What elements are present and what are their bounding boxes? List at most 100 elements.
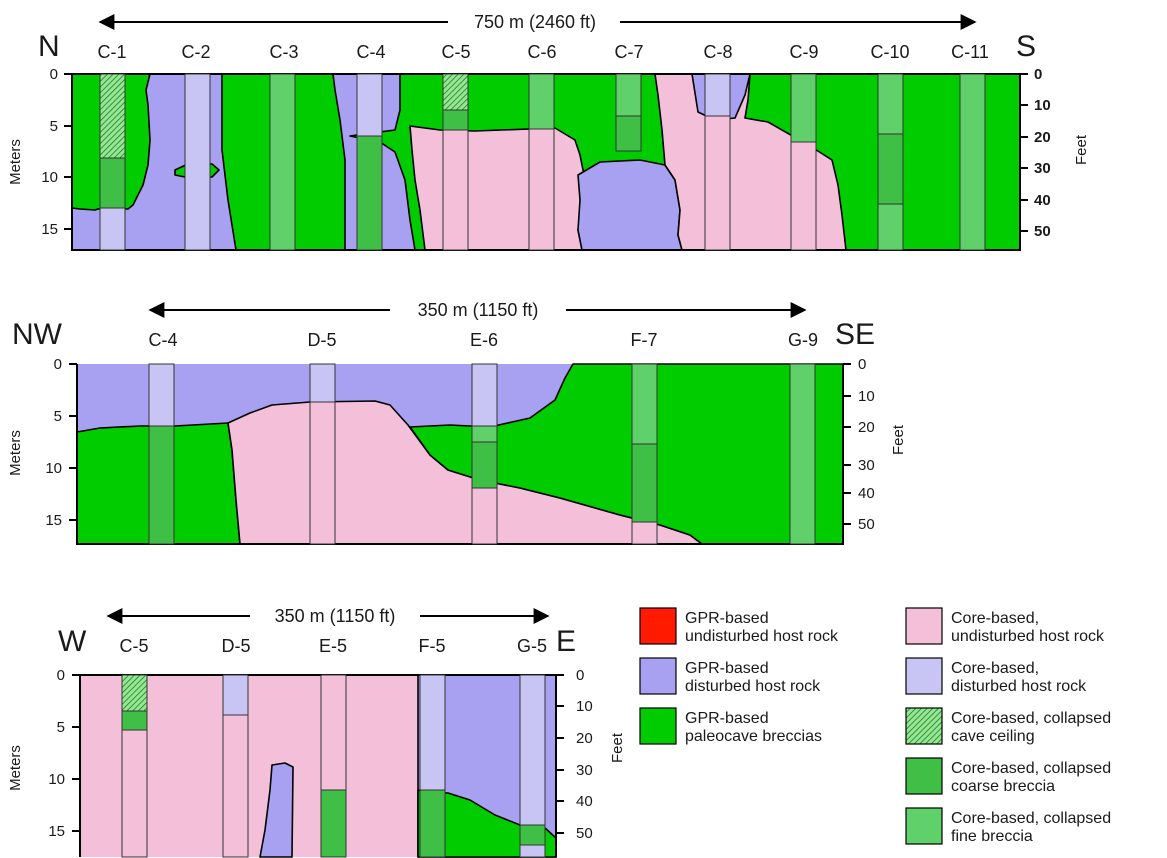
core-labels: C-4 D-5 E-6 F-7 G-9 [148, 330, 818, 350]
svg-text:30: 30 [858, 457, 875, 474]
core-segment [99, 157, 126, 209]
legend-item-core-cave-ceiling: Core-based, collapsed cave ceiling [905, 707, 1111, 745]
core-segment [528, 73, 555, 130]
core-segment [121, 710, 148, 731]
core-segment [356, 135, 383, 251]
core-segment [877, 73, 904, 135]
svg-text:Core-based, collapsed: Core-based, collapsed [951, 710, 1111, 727]
axis-title-feet: Feet [609, 732, 626, 763]
core-segment [309, 401, 336, 545]
svg-text:15: 15 [48, 823, 65, 840]
svg-text:50: 50 [1034, 223, 1051, 240]
svg-text:15: 15 [41, 221, 58, 238]
svg-text:5: 5 [54, 408, 62, 425]
section-frame [76, 364, 844, 545]
legend-item-core-fine-breccia: Core-based, collapsed fine breccia [905, 807, 1111, 845]
core-segment [442, 109, 469, 131]
orientation-left: W [58, 625, 87, 658]
core-label: F-7 [631, 330, 658, 350]
core-columns [148, 363, 816, 545]
disturbed-rock-body [577, 159, 683, 251]
legend-swatch [905, 757, 943, 795]
svg-text:0: 0 [57, 667, 65, 684]
core-label: C-2 [181, 42, 210, 62]
svg-text:cave ceiling: cave ceiling [951, 728, 1035, 745]
undisturbed-rock-body [409, 125, 586, 251]
core-label: C-6 [527, 42, 556, 62]
core-segment [419, 789, 446, 858]
core-label: C-1 [97, 42, 126, 62]
core-segment [99, 73, 126, 159]
svg-text:0: 0 [54, 356, 62, 373]
core-segment [528, 128, 555, 251]
axis-title-meters: Meters [7, 430, 24, 476]
core-segment [471, 441, 498, 489]
svg-text:20: 20 [576, 730, 593, 747]
orientation-right: E [556, 625, 576, 658]
feet-axis: 0 10 20 30 40 50 Feet [1020, 66, 1090, 240]
core-segment [704, 73, 731, 117]
disturbed-rock-body [259, 762, 294, 858]
core-segment [148, 425, 175, 545]
core-label: C-10 [870, 42, 909, 62]
core-label: C-8 [703, 42, 732, 62]
orientation-right: S [1016, 30, 1036, 63]
section-top: 750 m (2460 ft) N S C-1 C-2 C-3 C-4 C-5 … [7, 12, 1090, 251]
section-middle: 350 m (1150 ft) NW SE C-4 D-5 E-6 F-7 G-… [7, 300, 907, 545]
core-segment [790, 73, 817, 143]
core-segment [320, 674, 347, 791]
core-label: G-5 [517, 636, 547, 656]
core-label: C-11 [951, 42, 989, 62]
core-segment [959, 73, 986, 251]
svg-text:Core-based, collapsed: Core-based, collapsed [951, 810, 1111, 827]
legend-item-gpr-undisturbed: GPR-based undisturbed host rock [639, 607, 839, 645]
section-bottom: 350 m (1150 ft) W E C-5 D-5 E-5 F-5 G-5 [7, 606, 626, 858]
core-label: C-5 [441, 42, 470, 62]
svg-text:5: 5 [57, 719, 65, 736]
core-label: D-5 [221, 636, 250, 656]
core-segment [419, 674, 446, 791]
core-label: C-4 [148, 330, 177, 350]
core-segment [309, 363, 336, 403]
legend: GPR-based undisturbed host rock GPR-base… [639, 607, 1111, 845]
svg-text:10: 10 [858, 388, 875, 405]
core-segment [320, 789, 347, 858]
legend-swatch [639, 707, 677, 745]
core-labels: C-1 C-2 C-3 C-4 C-5 C-6 C-7 C-8 C-9 C-10… [97, 42, 988, 62]
core-labels: C-5 D-5 E-5 F-5 G-5 [119, 636, 547, 656]
svg-text:10: 10 [48, 771, 65, 788]
svg-text:fine breccia: fine breccia [951, 828, 1033, 845]
legend-swatch [639, 657, 677, 695]
core-segment [877, 133, 904, 205]
svg-text:Core-based,: Core-based, [951, 660, 1039, 677]
legend-item-core-coarse-breccia: Core-based, collapsed coarse breccia [905, 757, 1111, 795]
core-segment [471, 487, 498, 545]
core-segment [121, 674, 148, 712]
section-length-label: 350 m (1150 ft) [418, 300, 539, 320]
orientation-left: NW [12, 318, 63, 351]
core-segment [442, 129, 469, 251]
core-label: F-5 [419, 636, 446, 656]
meter-axis: 0 5 10 15 Meters [7, 66, 72, 238]
svg-text:0: 0 [576, 667, 584, 684]
svg-text:Core-based,: Core-based, [951, 610, 1039, 627]
axis-title-meters: Meters [7, 139, 24, 185]
core-label: E-6 [470, 330, 498, 350]
core-segment [471, 363, 498, 427]
svg-text:GPR-based: GPR-based [685, 660, 769, 677]
svg-text:5: 5 [50, 118, 58, 135]
svg-text:0: 0 [50, 66, 58, 83]
core-segment [519, 824, 546, 846]
svg-text:50: 50 [576, 825, 593, 842]
core-segment [789, 363, 816, 545]
svg-text:0: 0 [1034, 66, 1042, 83]
legend-swatch [905, 807, 943, 845]
core-segment [519, 844, 546, 858]
core-segment [442, 73, 469, 111]
svg-text:40: 40 [1034, 192, 1051, 209]
feet-axis: 0 10 20 30 40 50 Feet [556, 667, 626, 842]
core-label: C-5 [119, 636, 148, 656]
core-label: G-9 [788, 330, 818, 350]
svg-text:20: 20 [1034, 129, 1051, 146]
